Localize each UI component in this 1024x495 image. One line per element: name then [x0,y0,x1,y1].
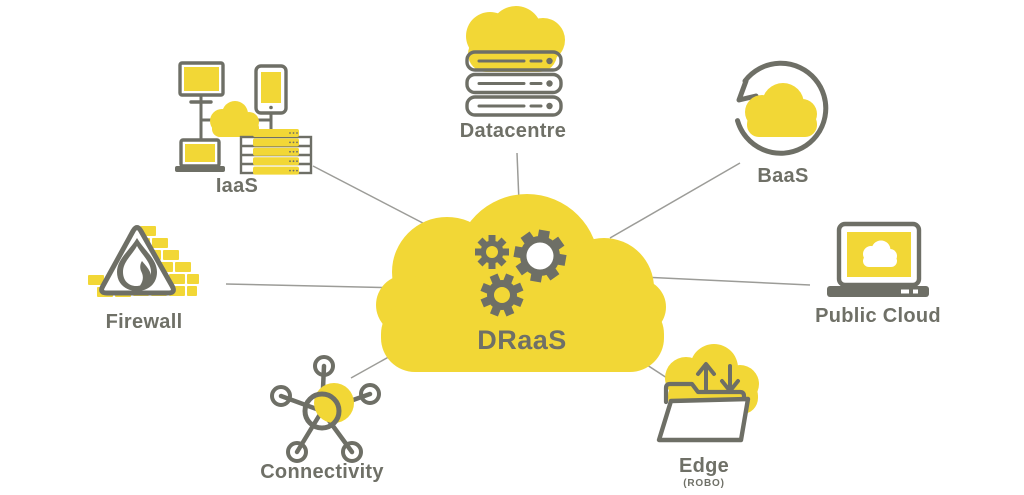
line-iaas [312,165,445,235]
iaas-server-stack [239,129,313,175]
laptop-base [827,286,929,297]
hub-yellow-blob [314,383,354,423]
iaas-laptop [175,138,225,172]
edge-sublabel: (ROBO) [683,478,724,489]
datacentre-servers-icon: Datacentre [460,6,566,142]
flame-icon [117,238,157,291]
firewall-label: Firewall [106,311,183,333]
baas-cloud [745,83,817,137]
iaas-phone [254,64,288,115]
baas-restore-cloud-icon: BaaS [735,60,829,187]
connectivity-hub-icon: Connectivity [260,355,384,483]
gear-icon-small-bottom [480,273,524,317]
draas-label: DRaaS [477,325,567,355]
baas-label: BaaS [757,165,808,187]
folder-back [663,381,747,405]
gear-icon-large [513,229,567,283]
spoke-nodes [270,355,381,463]
hub-ring [302,391,342,431]
line-connectivity [350,353,395,379]
line-public-cloud [641,276,811,286]
folder-front [656,396,751,443]
datacentre-rack [465,50,563,117]
line-baas [609,162,741,239]
datacentre-label: Datacentre [460,120,566,142]
line-datacentre [516,152,520,203]
public-cloud-label: Public Cloud [815,305,941,327]
iaas-cloud [210,101,259,137]
gear-icon-small-top [475,235,509,269]
arrowhead [736,78,759,103]
edge-folder-sync-icon: Edge (ROBO) [656,344,759,489]
iaas-monitor [178,61,225,104]
edge-label: Edge [679,455,729,477]
public-cloud-laptop-icon: Public Cloud [815,221,941,327]
circular-arrow [735,60,829,156]
screen-cloud [863,240,897,267]
iaas-network-icon: IaaS [175,61,313,197]
line-firewall [225,283,405,289]
draas-gears-cloud-icon: DRaaS [376,194,666,372]
firewall-flame-wall-icon: Firewall [88,225,199,333]
datacentre-cloud [466,6,565,72]
connector-lines [225,152,811,379]
connectivity-label: Connectivity [260,461,384,483]
iaas-label: IaaS [216,175,258,197]
